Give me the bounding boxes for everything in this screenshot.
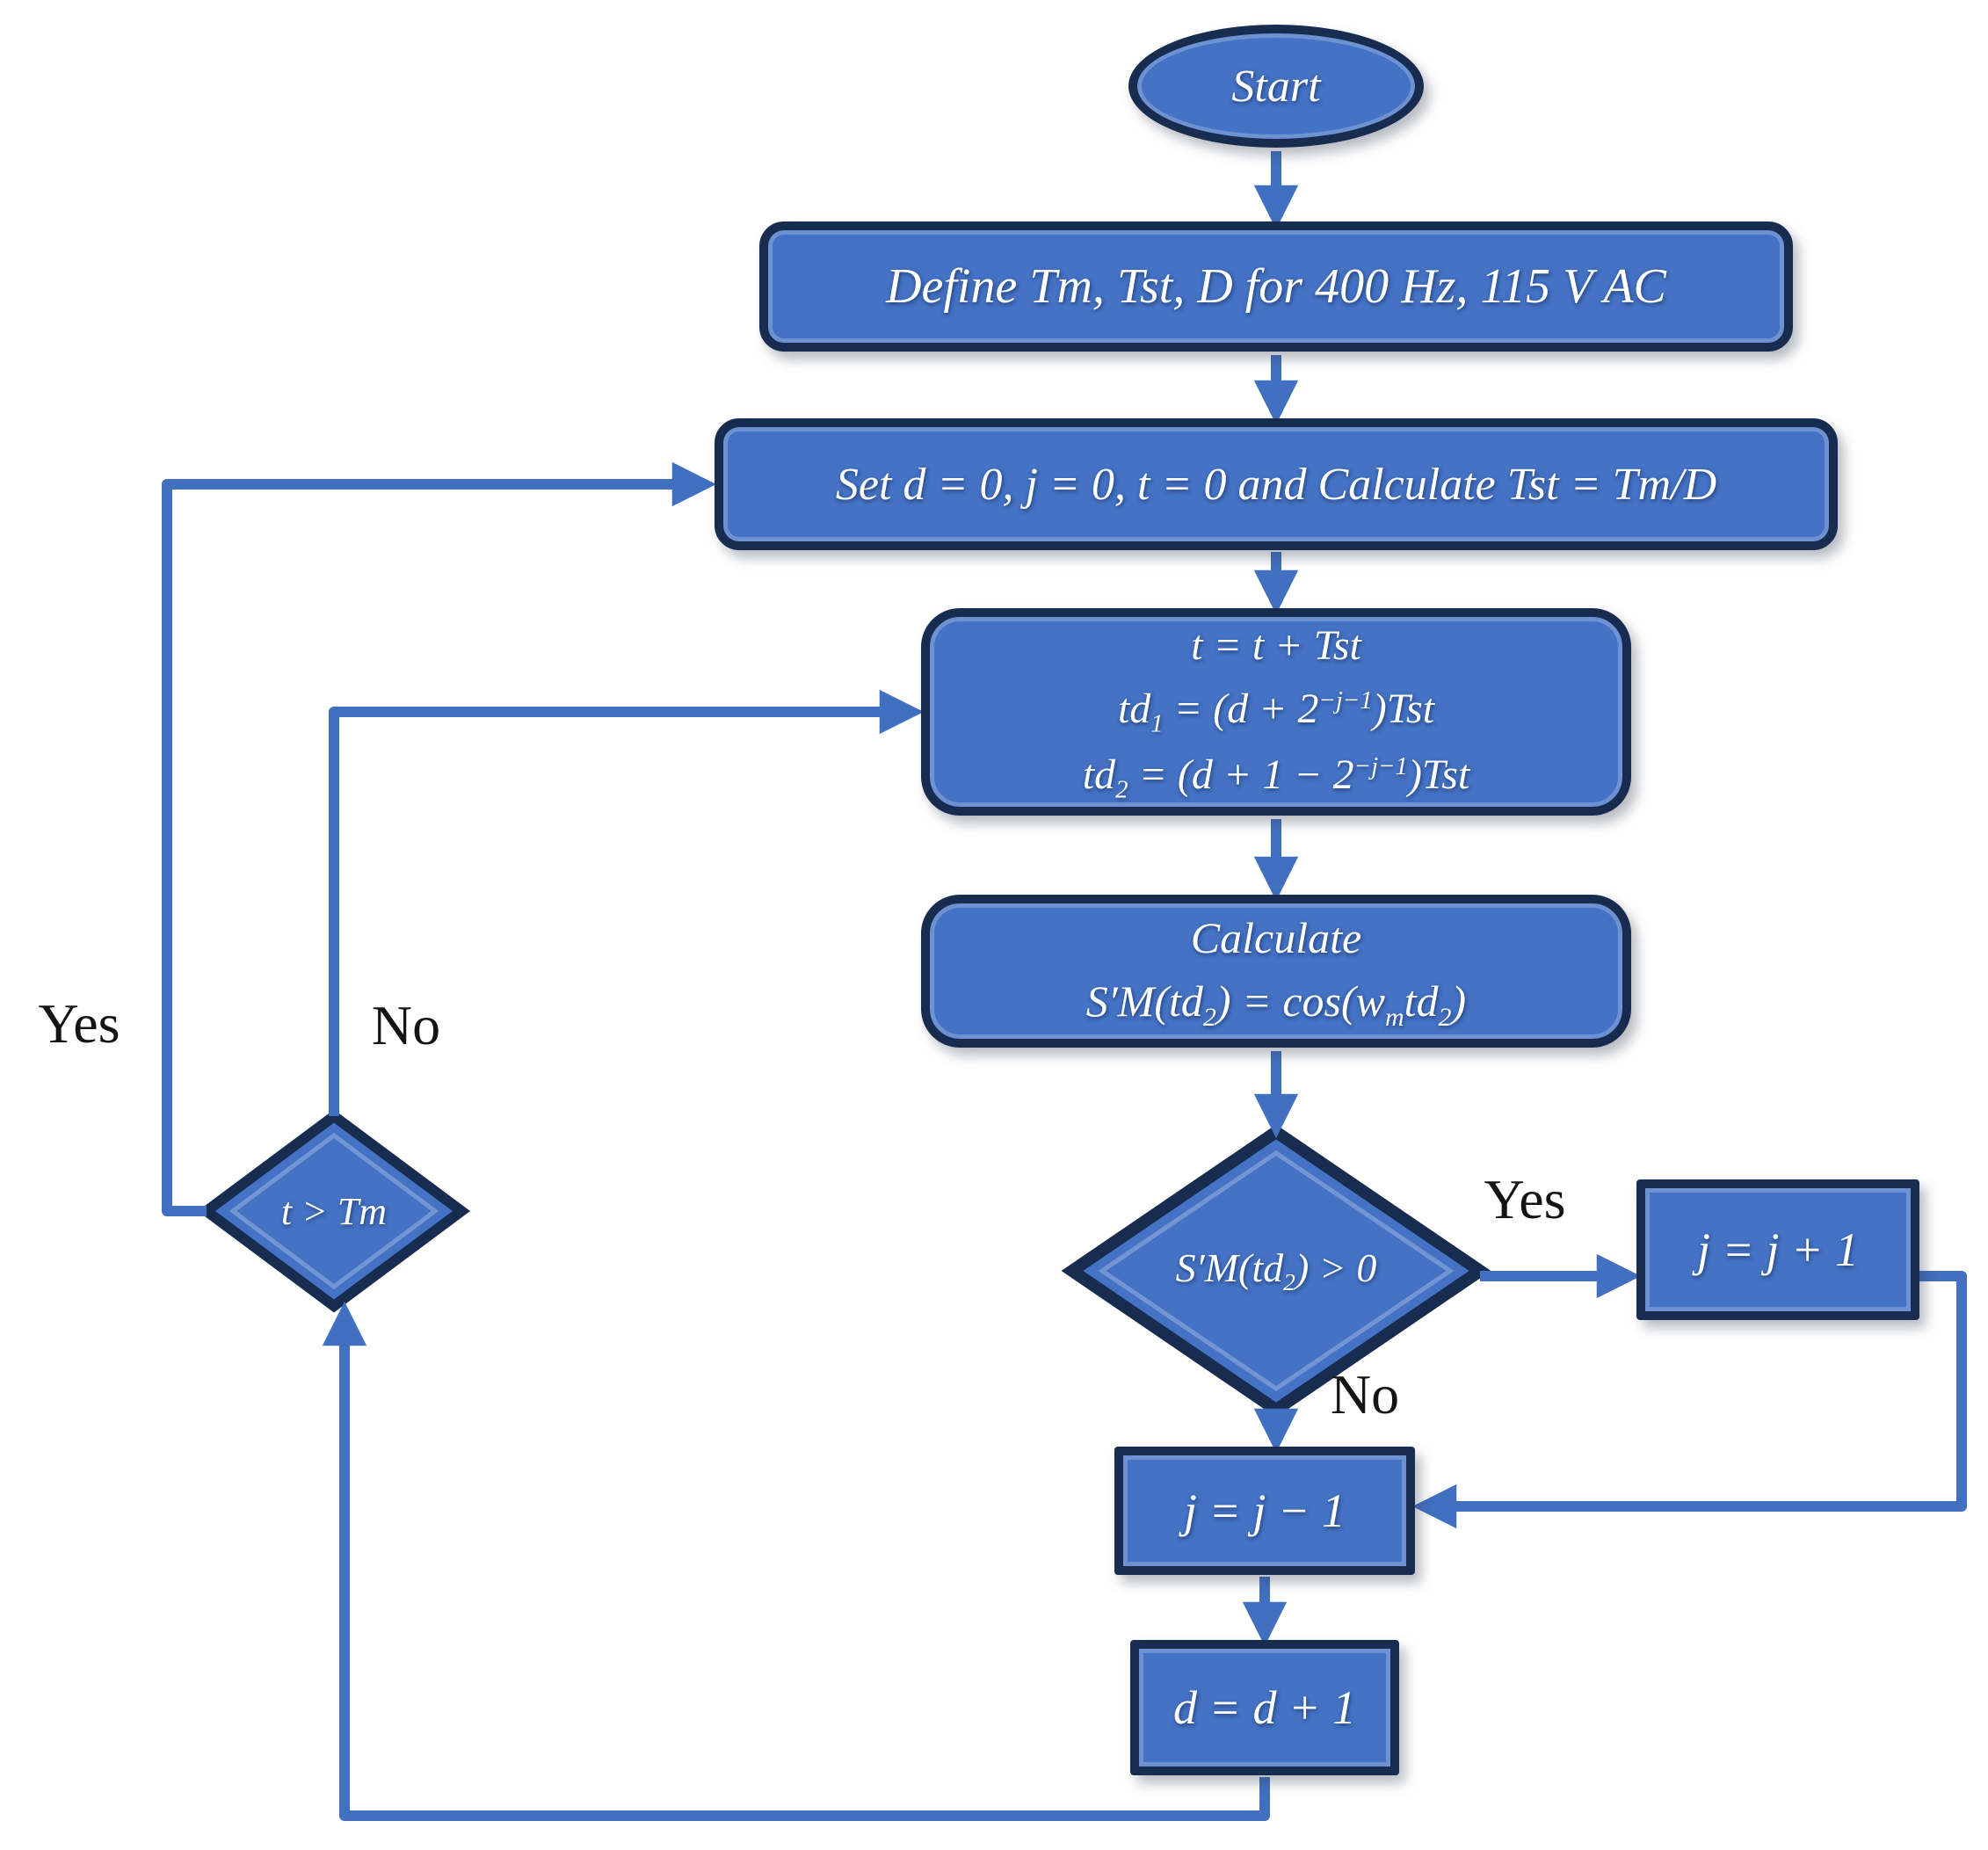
connector-t-tm-no-to-step [329,689,925,1116]
connector-t-tm-yes-to-init [162,461,717,1216]
yes-label-left: Yes [38,992,120,1055]
no-label-left: No [371,994,441,1056]
define-process: Define Tm, Tst, D for 400 Hz, 115 V AC [759,221,1793,352]
connector-inc-d-to-t-tm-decision [322,1301,1270,1821]
t-tm-decision-label: t > Tm [280,1189,388,1233]
sm-decision-diamond-highlight [1098,1150,1455,1392]
decrement-j-process: j = j − 1 [1114,1447,1415,1575]
connector-inc-j-to-dec-j-loop [1411,1271,1967,1529]
sm-decision-label: S′M(td2) > 0 [1175,1245,1377,1296]
increment-d-process: d = d + 1 [1130,1640,1399,1775]
start-terminator: Start [1128,25,1424,148]
no-label-bottom: No [1330,1363,1400,1426]
yes-label-right: Yes [1484,1168,1566,1230]
increment-j-process: j = j + 1 [1636,1179,1919,1320]
t-tm-decision-diamond-highlight [229,1132,439,1290]
init-process: Set d = 0, j = 0, t = 0 and Calculate Ts… [715,418,1838,550]
